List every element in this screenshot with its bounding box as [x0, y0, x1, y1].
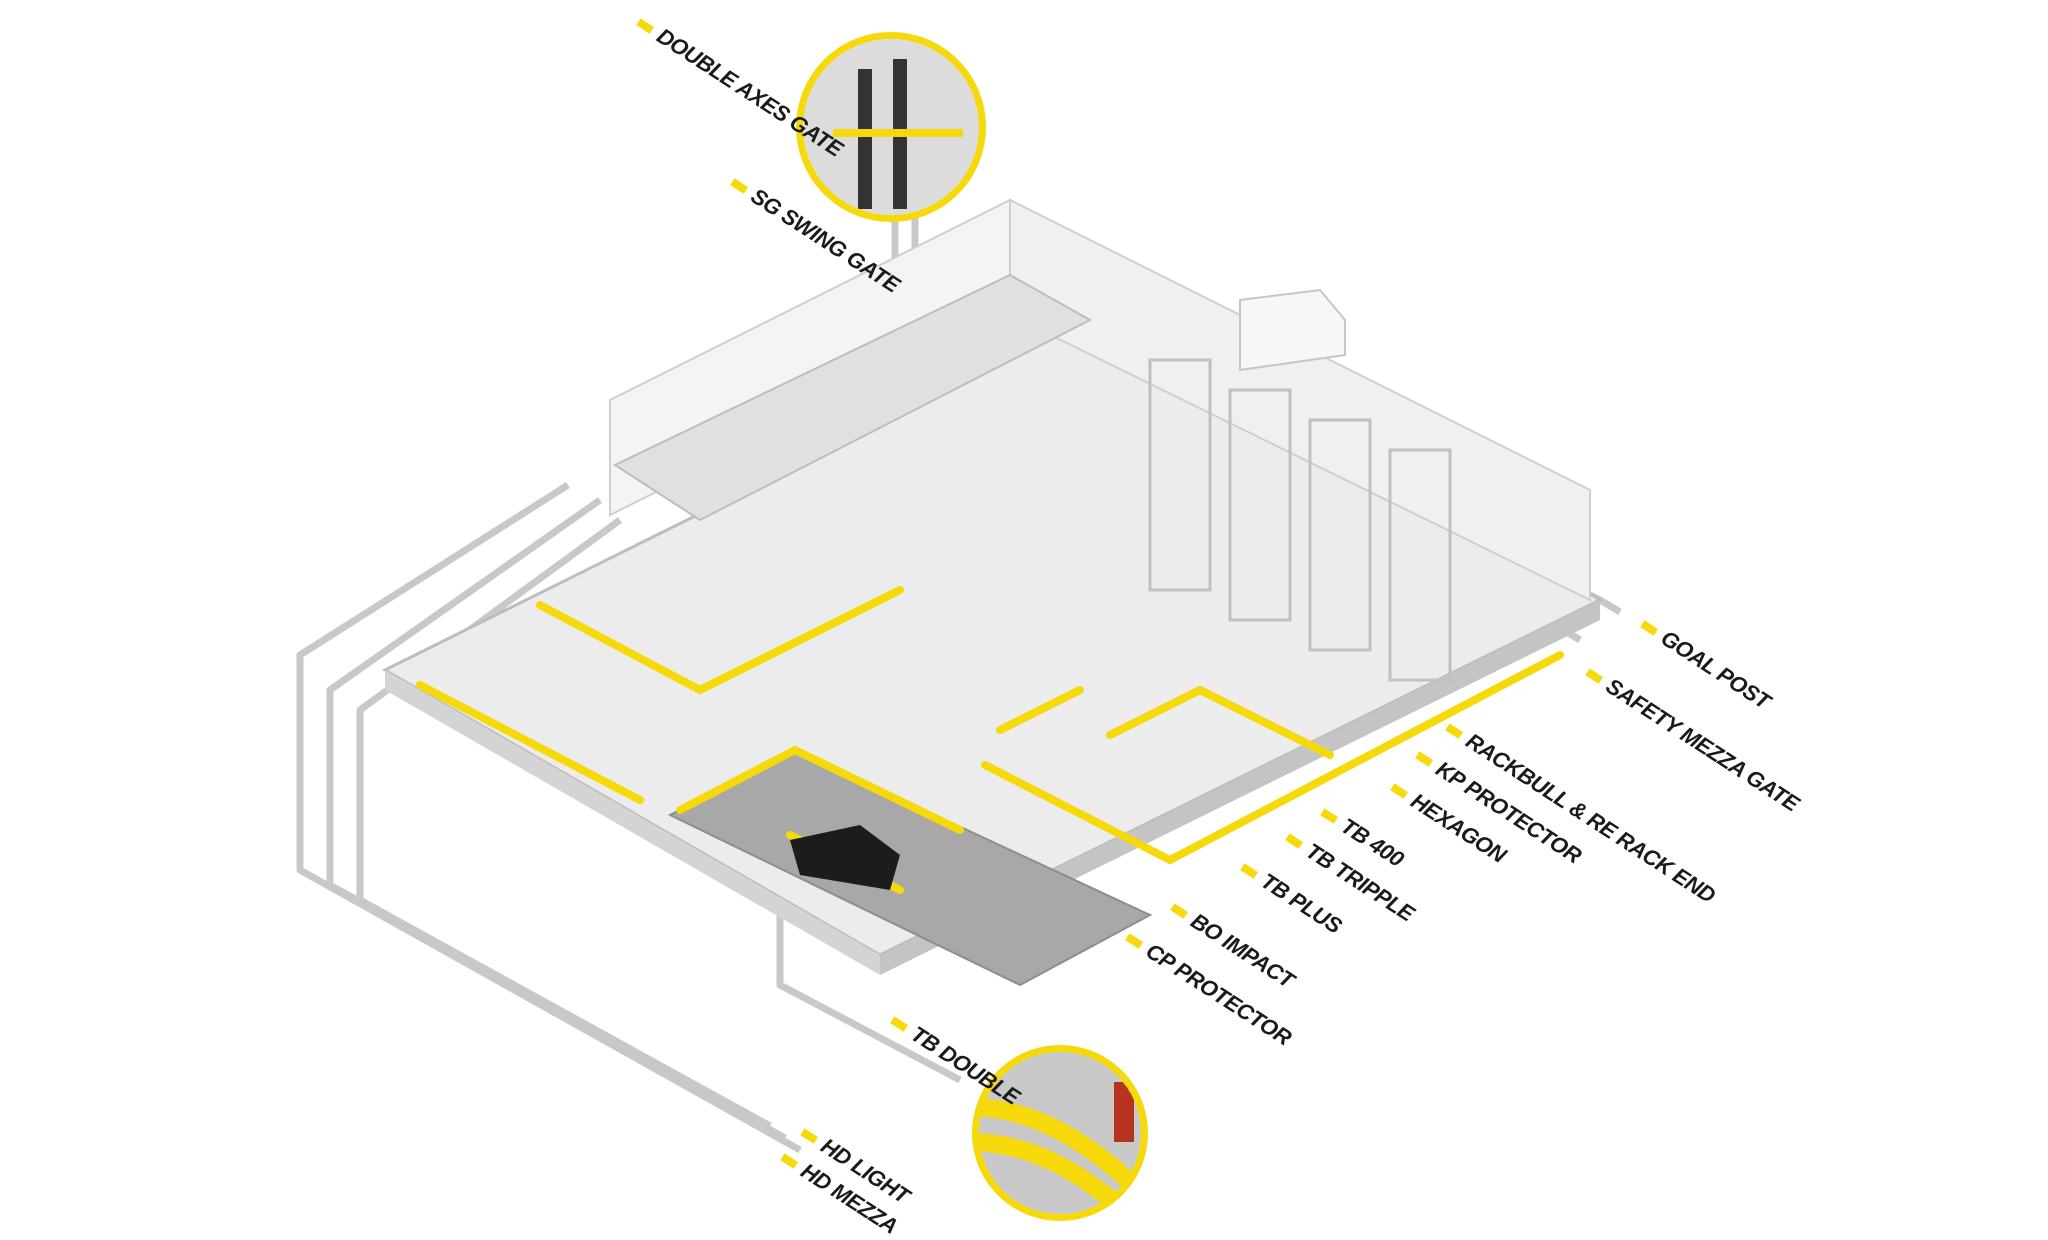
gate-detail-icon	[803, 39, 979, 215]
double-axes-gate-callout	[796, 32, 986, 222]
tb-double-callout	[972, 1045, 1148, 1221]
truck-cab	[1239, 288, 1346, 372]
van	[790, 825, 900, 890]
mezzanine-floor	[612, 273, 1093, 522]
storage-racks	[1148, 358, 1452, 682]
floor-slab-edge	[385, 670, 880, 975]
